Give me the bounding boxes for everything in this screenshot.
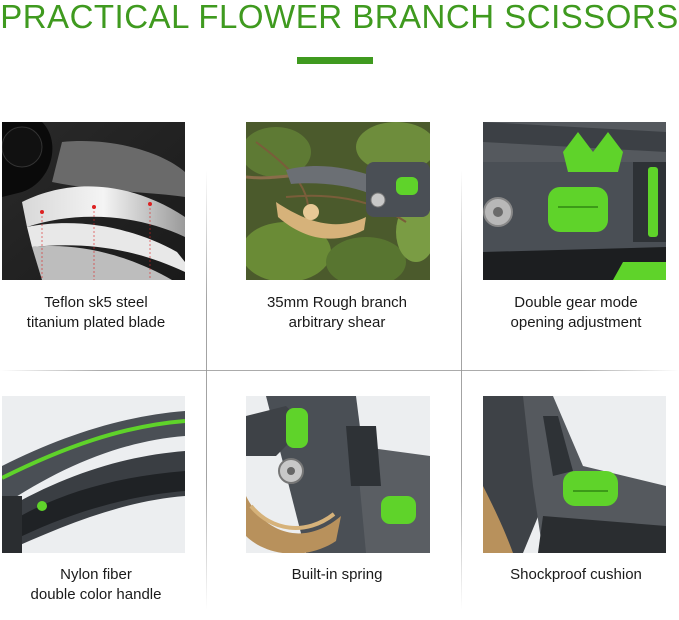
branch-photo (246, 122, 430, 280)
divider-vertical-right (461, 170, 462, 610)
handle-photo (2, 396, 185, 553)
divider-vertical-left (206, 170, 207, 610)
divider-horizontal (0, 370, 679, 371)
feature-caption-branch: 35mm Rough branch arbitrary shear (266, 294, 408, 331)
feature-image-handle (2, 396, 185, 553)
gear-photo (483, 122, 666, 280)
feature-image-blade (2, 122, 185, 280)
feature-caption-blade: Teflon sk5 steel titanium plated blade (26, 294, 166, 331)
feature-image-cushion (483, 396, 666, 553)
feature-image-branch (246, 122, 430, 280)
page-title: PRACTICAL FLOWER BRANCH SCISSORS (0, 0, 679, 35)
feature-caption-cushion: Shockproof cushion (510, 566, 642, 583)
title-underline (297, 57, 373, 64)
feature-caption-gear: Double gear mode opening adjustment (510, 294, 642, 331)
feature-caption-spring: Built-in spring (291, 566, 383, 583)
feature-image-spring (246, 396, 430, 553)
feature-caption-handle: Nylon fiber double color handle (30, 566, 162, 603)
feature-image-gear (483, 122, 666, 280)
blade-photo (2, 122, 185, 280)
spring-photo (246, 396, 430, 553)
cushion-photo (483, 396, 666, 553)
